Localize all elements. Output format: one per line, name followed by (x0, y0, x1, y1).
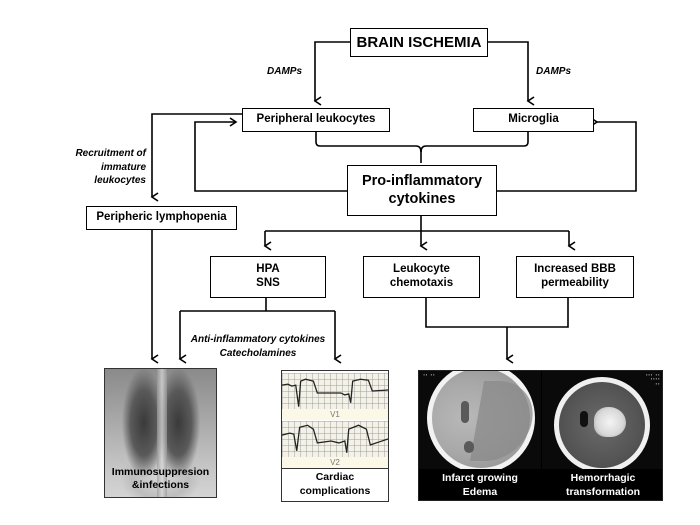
edge-brace (315, 130, 529, 153)
ct-scan-images: ▪▪ ▪▪ ▪▪▪ ▪▪▪▪▪▪▪▪ Infarct growing Edema… (418, 370, 663, 501)
edge-ischemia-to-leukocytes (313, 41, 350, 106)
ventricle (580, 411, 588, 427)
node-leukocyte-chemotaxis: Leukocyte chemotaxis (363, 256, 480, 298)
hemorrhage-region (594, 407, 626, 437)
node-peripheric-lymphopenia: Peripheric lymphopenia (86, 206, 237, 230)
ct-left-caption: Infarct growing Edema (442, 472, 518, 498)
node-peripheral-leukocytes: Peripheral leukocytes (242, 108, 390, 132)
ct-hemorrhage-image: ▪▪▪ ▪▪▪▪▪▪▪▪ (542, 371, 662, 469)
chest-xray-image: Immunosuppresion &infections (104, 368, 217, 498)
edge-feedback-left (194, 117, 347, 192)
label-damps-right: DAMPs (536, 66, 572, 77)
ecg-lead-v2: V2 (282, 457, 388, 468)
node-brain-ischemia: BRAIN ISCHEMIA (350, 28, 488, 57)
xray-caption: Immunosuppresion &infections (111, 465, 210, 492)
ventricle (464, 441, 474, 453)
label-damps-left: DAMPs (267, 66, 303, 77)
ecg-image: V1 V2 Cardiac complications (281, 370, 389, 502)
edge-ischemia-to-microglia (488, 41, 535, 106)
label-anti-inflammatory: Anti-inflammatory cytokines Catecholamin… (190, 334, 326, 359)
ct-infarct-image: ▪▪ ▪▪ (419, 371, 541, 469)
ecg-caption-box: Cardiac complications (282, 468, 388, 501)
edge-chemotaxis-down (425, 298, 569, 328)
ct-right-caption: Hemorrhagic transformation (565, 472, 641, 498)
node-hpa-sns: HPA SNS (210, 256, 326, 298)
ecg-lead-v1: V1 (282, 409, 388, 420)
ct-overlay-text: ▪▪ ▪▪ (423, 374, 436, 378)
edge-feedback-right (497, 117, 637, 192)
ventricle (461, 401, 469, 423)
node-increased-bbb-permeability: Increased BBB permeability (516, 256, 634, 298)
ecg-trace-1 (282, 378, 388, 407)
ct-overlay-text: ▪▪▪ ▪▪▪▪▪▪▪▪ (645, 374, 660, 387)
edge-leukocytes-to-lymphopenia (150, 113, 242, 202)
ecg-trace-2 (282, 424, 388, 453)
skull-outline (554, 377, 650, 469)
label-recruitment: Recruitment of immature leukocytes (75, 148, 146, 186)
ecg-caption: Cardiac complications (299, 471, 371, 497)
node-pro-inflammatory-cytokines: Pro-inflammatory cytokines (347, 165, 497, 216)
node-microglia: Microglia (473, 108, 594, 132)
xray-spine (157, 369, 167, 497)
